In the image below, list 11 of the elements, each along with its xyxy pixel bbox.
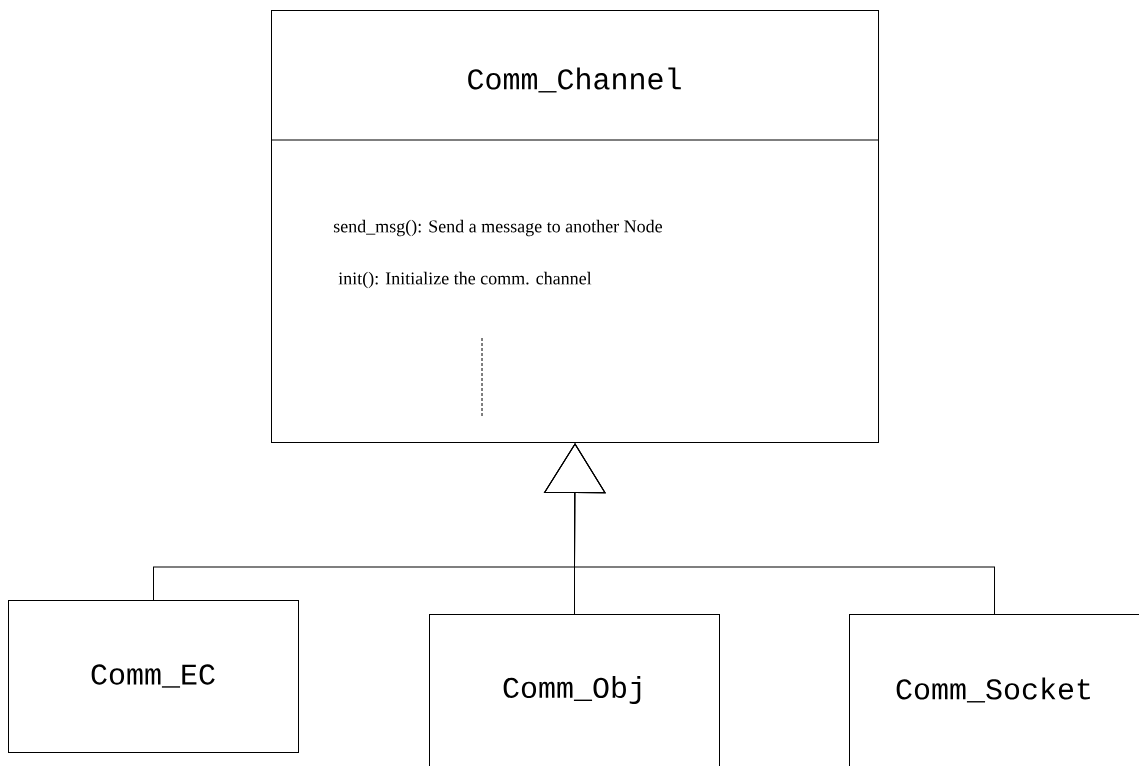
class-name: Comm_Channel <box>468 67 681 93</box>
class-name: Comm_Obj <box>503 676 641 704</box>
class-box <box>849 614 1139 766</box>
class-name: Comm_EC <box>91 664 215 688</box>
method-text: send_msg(): Send a message to another Node <box>333 219 662 237</box>
class-box <box>8 600 299 753</box>
method-text: init(): Initialize the comm. channel <box>338 271 592 289</box>
class-box <box>270 10 879 443</box>
class-name: Comm_Socket <box>896 677 1090 703</box>
class-box <box>429 614 720 766</box>
inheritance-arrow <box>544 443 995 615</box>
